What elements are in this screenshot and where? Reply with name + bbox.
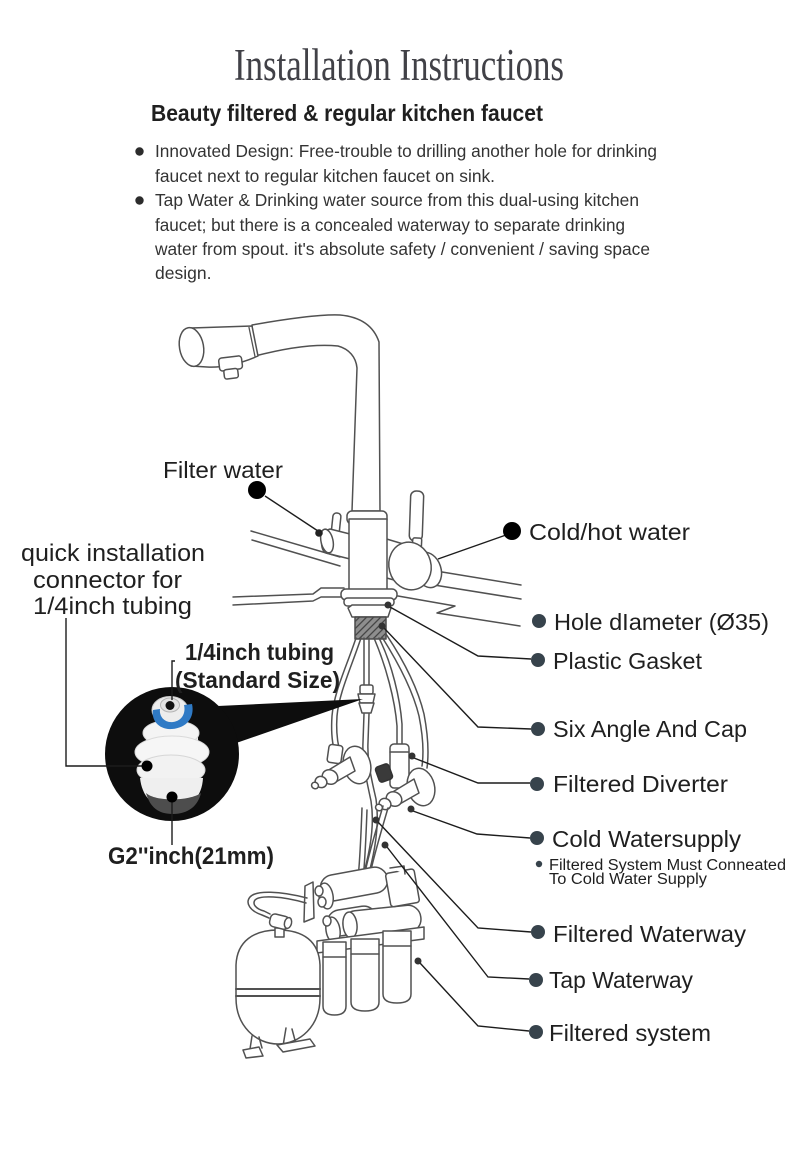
- svg-text:Tap Water & Drinking water sou: Tap Water & Drinking water source from t…: [155, 190, 639, 210]
- svg-text:Hole dIameter (Ø35): Hole dIameter (Ø35): [554, 609, 769, 635]
- svg-text:Innovated Design: Free-trouble: Innovated Design: Free-trouble to drilli…: [155, 141, 657, 161]
- svg-text:G2''inch(21mm): G2''inch(21mm): [108, 843, 274, 870]
- svg-text:connector for: connector for: [33, 567, 182, 594]
- svg-text:Beauty filtered & regular kitc: Beauty filtered & regular kitchen faucet: [151, 100, 543, 126]
- svg-text:To Cold Water Supply: To Cold Water Supply: [549, 871, 707, 888]
- svg-text:Filtered Waterway: Filtered Waterway: [553, 921, 747, 947]
- svg-text:faucet; but there is a conceal: faucet; but there is a concealed waterwa…: [155, 215, 625, 235]
- svg-text:(Standard Size): (Standard Size): [175, 667, 340, 693]
- svg-text:Filter water: Filter water: [163, 457, 283, 483]
- svg-text:Cold Watersupply: Cold Watersupply: [552, 826, 742, 852]
- svg-text:faucet next to regular kitchen: faucet next to regular kitchen faucet on…: [155, 166, 495, 186]
- svg-text:Tap Waterway: Tap Waterway: [549, 967, 693, 993]
- svg-text:water from spout. it's absolut: water from spout. it's absolute safety /…: [154, 239, 650, 259]
- svg-text:Filtered system: Filtered system: [549, 1020, 711, 1046]
- svg-text:Six Angle And Cap: Six Angle And Cap: [553, 716, 747, 742]
- svg-text:1/4inch tubing: 1/4inch tubing: [185, 639, 334, 665]
- svg-text:design.: design.: [155, 263, 211, 283]
- svg-text:Installation Instructions: Installation Instructions: [234, 40, 564, 90]
- svg-text:Filtered Diverter: Filtered Diverter: [553, 771, 728, 797]
- svg-text:Filtered System Must Conneated: Filtered System Must Conneated: [549, 857, 786, 874]
- svg-text:Cold/hot water: Cold/hot water: [529, 519, 690, 545]
- svg-text:Plastic Gasket: Plastic Gasket: [553, 648, 703, 674]
- svg-text:1/4inch tubing: 1/4inch tubing: [33, 593, 192, 620]
- svg-text:quick installation: quick installation: [21, 540, 205, 567]
